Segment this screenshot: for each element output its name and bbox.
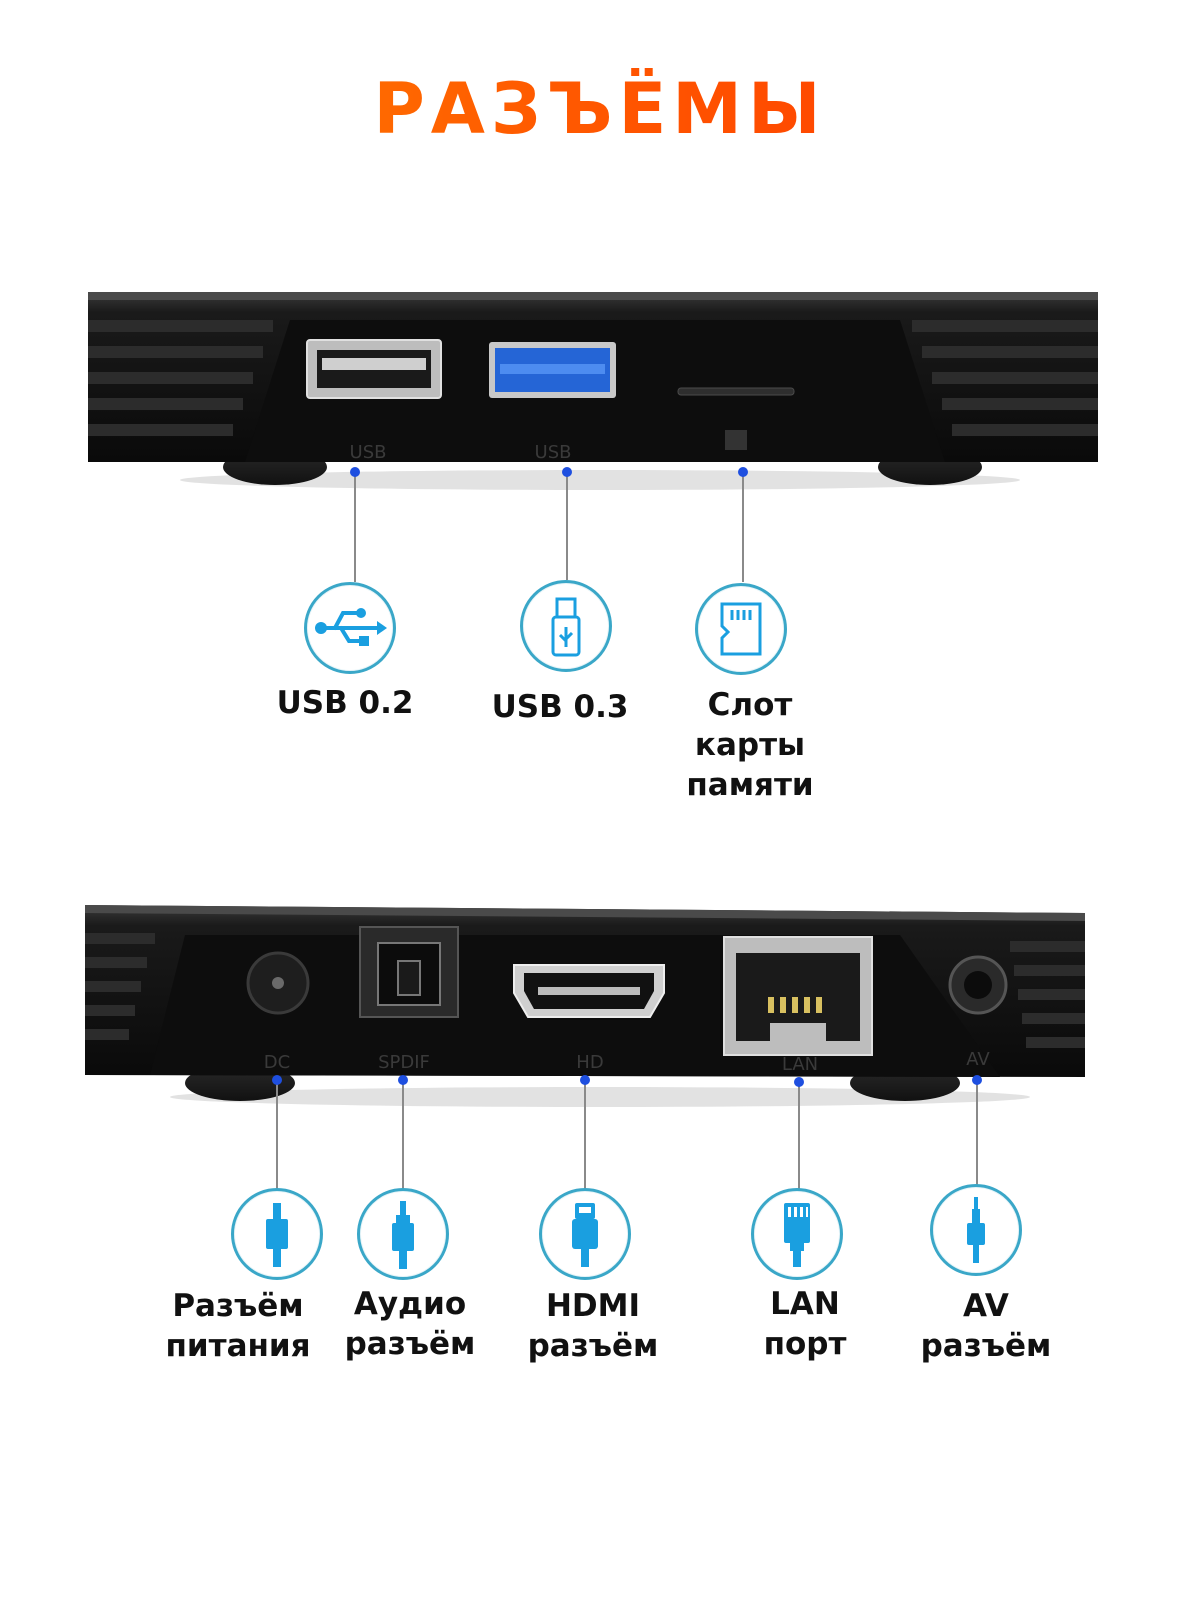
connector-dot bbox=[738, 467, 748, 477]
port-marking: AV bbox=[966, 1049, 990, 1070]
device-rear-panel: DC SPDIF HD LAN AV bbox=[85, 905, 1085, 1107]
caption-line: AV bbox=[963, 1288, 1009, 1324]
caption-power: Разъём питания bbox=[165, 1286, 310, 1366]
port-marking: USB bbox=[535, 442, 572, 463]
caption-line: разъём bbox=[527, 1328, 659, 1364]
port-marking: HD bbox=[576, 1052, 603, 1073]
caption-usb-3: USB 0.3 bbox=[492, 687, 629, 727]
power-plug-icon bbox=[231, 1188, 323, 1280]
port-marking: SPDIF bbox=[378, 1052, 430, 1073]
caption-lan: LAN порт bbox=[764, 1284, 847, 1364]
connector-line bbox=[584, 1080, 586, 1190]
caption-line: разъём bbox=[920, 1328, 1052, 1364]
connector-dot bbox=[272, 1075, 282, 1085]
port-marking: LAN bbox=[782, 1054, 818, 1075]
memory-card-icon bbox=[695, 583, 787, 675]
device-front-panel: USB USB bbox=[88, 292, 1098, 490]
page-title: РАЗЪЁМЫ bbox=[0, 68, 1200, 150]
caption-line: памяти bbox=[686, 767, 814, 803]
port-marking: USB bbox=[350, 442, 387, 463]
caption-card-slot: Слот карты памяти bbox=[686, 685, 813, 805]
caption-line: Слот bbox=[707, 687, 793, 723]
caption-line: Аудио bbox=[353, 1286, 467, 1322]
connector-line bbox=[976, 1080, 978, 1192]
connector-line bbox=[276, 1080, 278, 1190]
connector-dot bbox=[398, 1075, 408, 1085]
connector-dot bbox=[580, 1075, 590, 1085]
caption-line: карты bbox=[694, 727, 806, 763]
caption-line: LAN bbox=[770, 1286, 840, 1322]
connector-dot bbox=[562, 467, 572, 477]
caption-line: Разъём bbox=[172, 1288, 304, 1324]
audio-jack-icon bbox=[357, 1188, 449, 1280]
card-slot bbox=[677, 387, 795, 396]
hdmi-plug-icon bbox=[539, 1188, 631, 1280]
caption-line: USB 0.3 bbox=[491, 689, 629, 725]
connector-dot bbox=[972, 1075, 982, 1085]
connector-dot bbox=[350, 467, 360, 477]
connector-dot bbox=[794, 1077, 804, 1087]
caption-audio: Аудио разъём bbox=[345, 1284, 476, 1364]
caption-line: HDMI bbox=[545, 1288, 641, 1324]
caption-av: AV разъём bbox=[921, 1286, 1052, 1366]
av-jack-icon bbox=[930, 1184, 1022, 1276]
usb-trident-icon bbox=[304, 582, 396, 674]
caption-usb-2: USB 0.2 bbox=[277, 683, 414, 723]
usb-stick-icon bbox=[520, 580, 612, 672]
connector-line bbox=[798, 1080, 800, 1192]
caption-line: порт bbox=[763, 1326, 847, 1362]
connector-line bbox=[402, 1080, 404, 1190]
caption-line: USB 0.2 bbox=[276, 685, 414, 721]
caption-hdmi: HDMI разъём bbox=[528, 1286, 659, 1366]
caption-line: питания bbox=[165, 1328, 311, 1364]
connector-line bbox=[566, 470, 568, 580]
connector-line bbox=[742, 470, 744, 582]
connector-line bbox=[354, 470, 356, 582]
caption-line: разъём bbox=[344, 1326, 476, 1362]
ethernet-plug-icon bbox=[751, 1188, 843, 1280]
port-marking: DC bbox=[264, 1052, 290, 1073]
